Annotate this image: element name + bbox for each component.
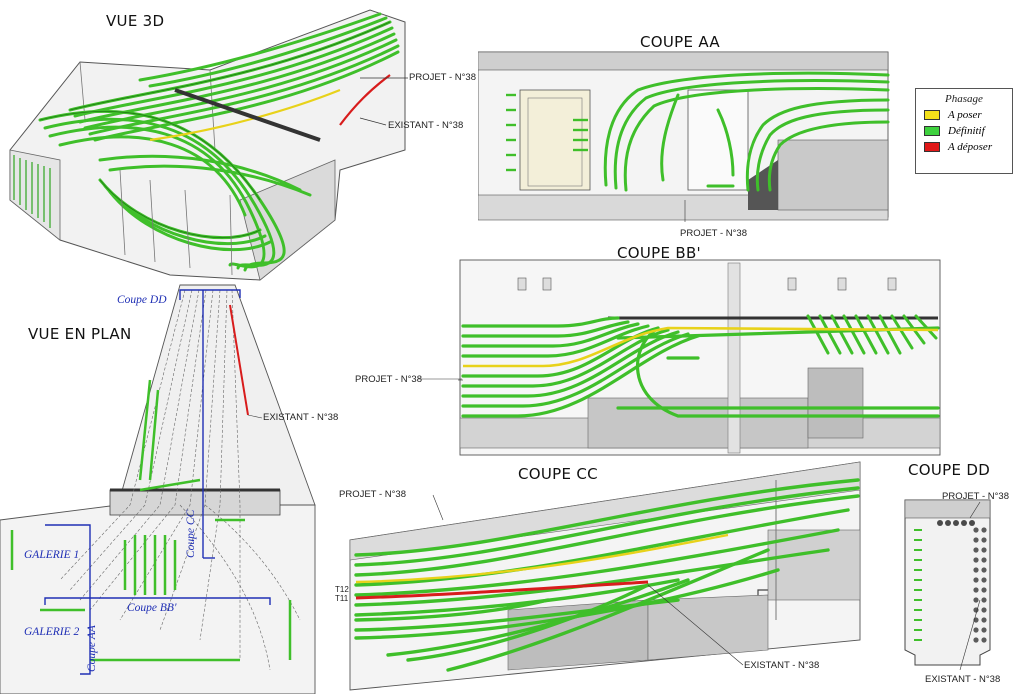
coupe-aa-drawing: [478, 50, 890, 222]
coupe-dd-existant-label: EXISTANT - N°38: [925, 674, 1001, 685]
plan-drawing: [0, 280, 340, 694]
plan-galerie1-label: GALERIE 1: [24, 549, 80, 561]
coupe-bb-svg: [458, 259, 941, 456]
legend-swatch-green: [924, 126, 940, 136]
coupe-dd-svg: [904, 499, 991, 670]
coupe-dd-projet-label: PROJET - N°38: [942, 491, 1009, 502]
coupe-aa-svg: [478, 51, 890, 222]
coupe-cc-t12-label: T12: [335, 585, 349, 594]
plan-title: VUE EN PLAN: [28, 325, 132, 343]
coupe-bb-projet-label: PROJET - N°38: [355, 374, 422, 385]
coupe-cc-drawing: [348, 460, 864, 694]
legend-title: Phasage: [945, 93, 983, 105]
legend-item-a-deposer: A déposer: [924, 141, 1012, 153]
coupe-dd-drawing: [900, 490, 1010, 670]
coupe-cc-t11-label: T11: [335, 594, 349, 603]
plan-coupe-dd-label: Coupe DD: [117, 294, 167, 306]
plan-existant-label: EXISTANT - N°38: [263, 412, 339, 423]
legend-item-a-poser: A poser: [924, 109, 1012, 121]
plan-coupe-bb-label: Coupe BB': [127, 602, 177, 614]
legend-label: Définitif: [948, 125, 985, 137]
legend-swatch-yellow: [924, 110, 940, 120]
coupe-aa-title: COUPE AA: [640, 33, 720, 51]
vue3d-existant-label: EXISTANT - N°38: [388, 120, 464, 131]
plan-svg: [0, 284, 316, 694]
plan-coupe-cc-label: Coupe CC: [185, 509, 197, 558]
phasage-legend: Phasage A poser Définitif A déposer: [915, 88, 1013, 174]
vue3d-svg: [9, 9, 408, 281]
plan-coupe-aa-label: Coupe AA: [86, 625, 98, 672]
coupe-cc-projet-label: PROJET - N°38: [339, 489, 406, 500]
legend-item-definitif: Définitif: [924, 125, 1012, 137]
vue3d-drawing: [0, 0, 420, 300]
coupe-bb-drawing: [458, 258, 944, 458]
vue3d-projet-label: PROJET - N°38: [409, 72, 476, 83]
coupe-cc-svg: [349, 461, 861, 691]
legend-swatch-red: [924, 142, 940, 152]
coupe-dd-title: COUPE DD: [908, 461, 991, 479]
legend-label: A déposer: [948, 141, 993, 153]
coupe-cc-existant-label: EXISTANT - N°38: [744, 660, 820, 671]
coupe-aa-projet-label: PROJET - N°38: [680, 228, 747, 239]
plan-galerie2-label: GALERIE 2: [24, 626, 80, 638]
coupe-cc-title: COUPE CC: [518, 465, 598, 483]
vue3d-title: VUE 3D: [106, 12, 165, 30]
coupe-bb-title: COUPE BB': [617, 244, 701, 262]
legend-label: A poser: [948, 109, 982, 121]
